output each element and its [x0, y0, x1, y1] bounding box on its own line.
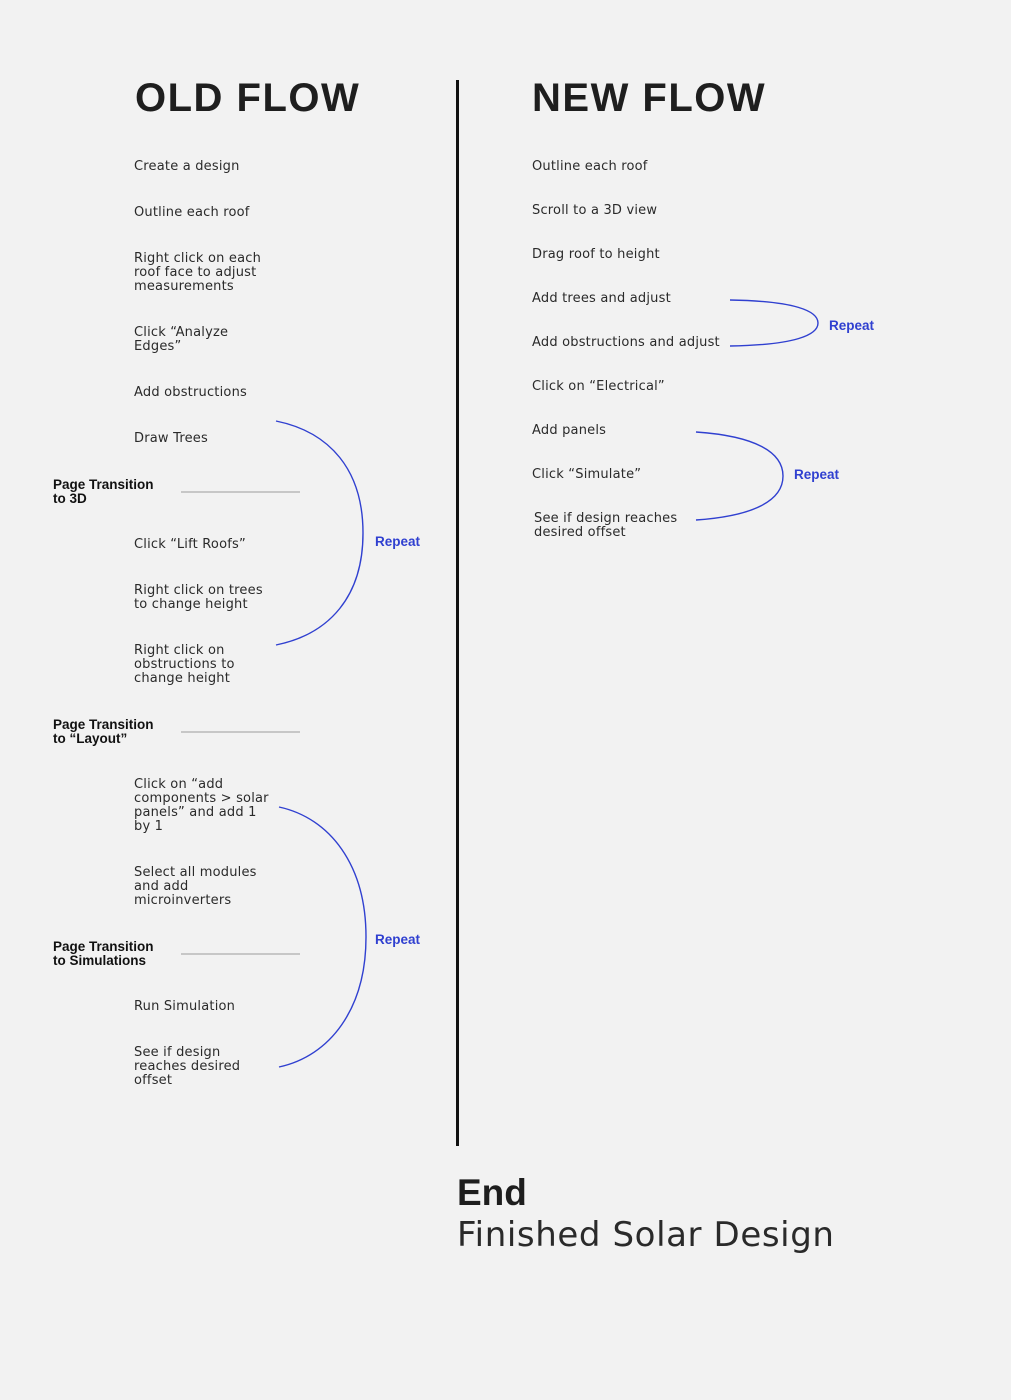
new-repeat-bracket-1: [729, 299, 819, 347]
new-step-add-trees: Add trees and adjust: [532, 291, 671, 306]
new-step-add-panels: Add panels: [532, 423, 607, 438]
transition-line: [181, 731, 300, 733]
new-step-electrical: Click on “Electrical”: [532, 379, 665, 394]
transition-line: [181, 491, 300, 493]
new-flow-heading: NEW FLOW: [532, 76, 767, 120]
new-step-simulate: Click “Simulate”: [532, 467, 642, 482]
new-repeat-label-2: Repeat: [794, 467, 840, 482]
new-step-add-obstructions: Add obstructions and adjust: [532, 335, 720, 350]
old-step-draw-trees: Draw Trees: [134, 431, 208, 446]
transition-line: [181, 953, 300, 955]
new-step-outline-roof: Outline each roof: [532, 159, 648, 174]
old-step-add-obstructions: Add obstructions: [134, 385, 247, 400]
new-repeat-bracket-2: [695, 431, 784, 521]
new-step-scroll-3d: Scroll to a 3D view: [532, 203, 658, 218]
new-repeat-label-1: Repeat: [829, 318, 875, 333]
old-repeat-label-2: Repeat: [375, 932, 421, 947]
center-divider: [456, 80, 459, 1146]
old-step-lift-roofs: Click “Lift Roofs”: [134, 537, 246, 552]
new-step-drag-roof: Drag roof to height: [532, 247, 660, 262]
old-step-create-design: Create a design: [134, 159, 240, 174]
old-step-outline-roof: Outline each roof: [134, 205, 250, 220]
old-repeat-label-1: Repeat: [375, 534, 421, 549]
end-subtitle: Finished Solar Design: [457, 1215, 835, 1255]
old-repeat-bracket-1: [275, 420, 364, 646]
old-flow-heading: OLD FLOW: [135, 76, 361, 120]
old-repeat-bracket-2: [278, 806, 367, 1068]
old-step-run-simulation: Run Simulation: [134, 999, 236, 1014]
end-title: End: [457, 1172, 527, 1213]
